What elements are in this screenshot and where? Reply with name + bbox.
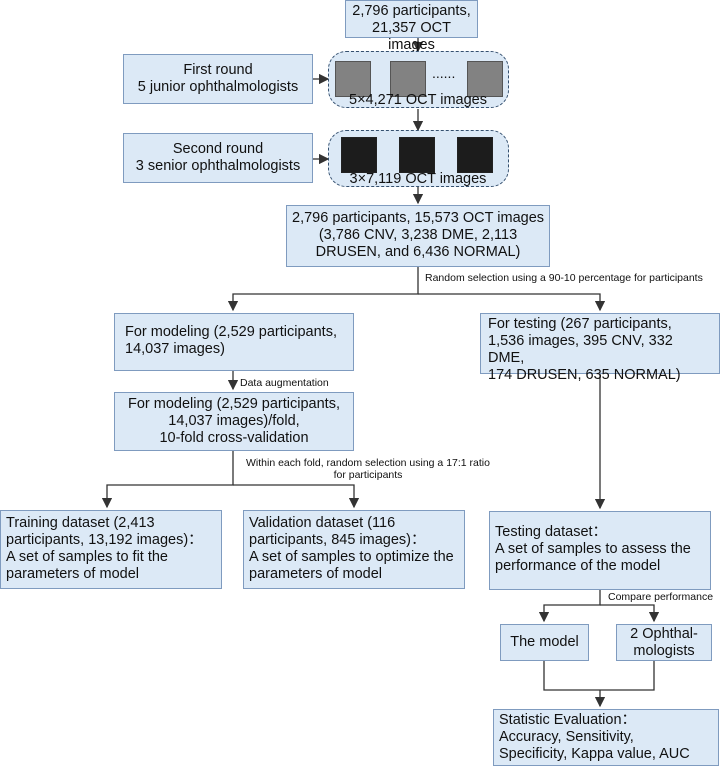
oct-thumbnail xyxy=(457,137,493,173)
edge-label-augmentation: Data augmentation xyxy=(240,377,329,389)
edge-label-within-fold: Within each fold, random selection using… xyxy=(246,457,490,481)
arrow-to-ophthalmologists xyxy=(600,604,660,623)
node-first-round: First round 5 junior ophthalmologists xyxy=(123,54,313,104)
oct-thumbnail xyxy=(341,137,377,173)
node-validation-dataset: Validation dataset (116 participants, 84… xyxy=(243,510,465,589)
first-round-caption: 5×4,271 OCT images xyxy=(349,92,487,108)
node-statistic-evaluation: Statistic Evaluation： Accuracy, Sensitiv… xyxy=(493,709,719,766)
oct-thumbnail xyxy=(467,61,503,97)
node-combined: 2,796 participants, 15,573 OCT images (3… xyxy=(286,205,550,267)
merge-line xyxy=(543,661,655,691)
arrow-to-modeling xyxy=(227,267,419,312)
oct-thumbnail xyxy=(335,61,371,97)
second-round-caption: 3×7,119 OCT images xyxy=(349,171,487,187)
arrow-to-testing xyxy=(418,293,606,312)
arrow-to-training xyxy=(101,451,234,509)
node-testing-dataset: Testing dataset： A set of samples to ass… xyxy=(489,511,711,590)
arrow-to-model xyxy=(538,590,601,623)
first-round-images-group: ...... 5×4,271 OCT images xyxy=(328,51,509,108)
ellipsis: ...... xyxy=(432,65,456,81)
node-top: 2,796 participants, 21,357 OCT images xyxy=(345,0,478,53)
node-ophthalmologists: 2 Ophthal- mologists xyxy=(616,624,712,661)
arrow-to-validation xyxy=(233,484,360,509)
node-the-model: The model xyxy=(500,624,589,661)
node-testing: For testing (267 participants, 1,536 ima… xyxy=(480,313,720,383)
edge-label-compare: Compare performance xyxy=(608,591,714,603)
oct-thumbnail xyxy=(399,137,435,173)
node-modeling-fold: For modeling (2,529 participants, 14,037… xyxy=(114,392,354,451)
edge-label-random-selection: Random selection using a 90-10 percentag… xyxy=(425,272,703,284)
node-training-dataset: Training dataset (2,413 participants, 13… xyxy=(0,510,222,589)
node-second-round: Second round 3 senior ophthalmologists xyxy=(123,133,313,183)
oct-thumbnail xyxy=(390,61,426,97)
second-round-images-group: 3×7,119 OCT images xyxy=(328,130,509,187)
node-modeling: For modeling (2,529 participants, 14,037… xyxy=(114,313,354,371)
